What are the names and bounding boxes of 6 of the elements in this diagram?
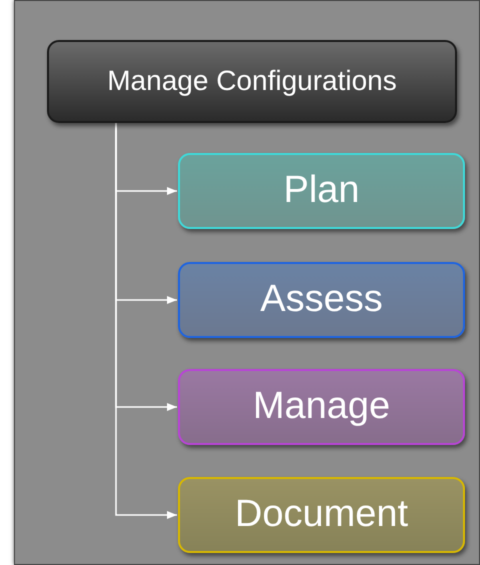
process-box: Plan: [178, 153, 465, 229]
process-box: Assess: [178, 262, 465, 338]
process-box: Manage: [178, 369, 465, 445]
process-box: Document: [178, 477, 465, 553]
process-box: Manage Configurations: [47, 40, 457, 123]
connector-arrow: [115, 123, 177, 519]
